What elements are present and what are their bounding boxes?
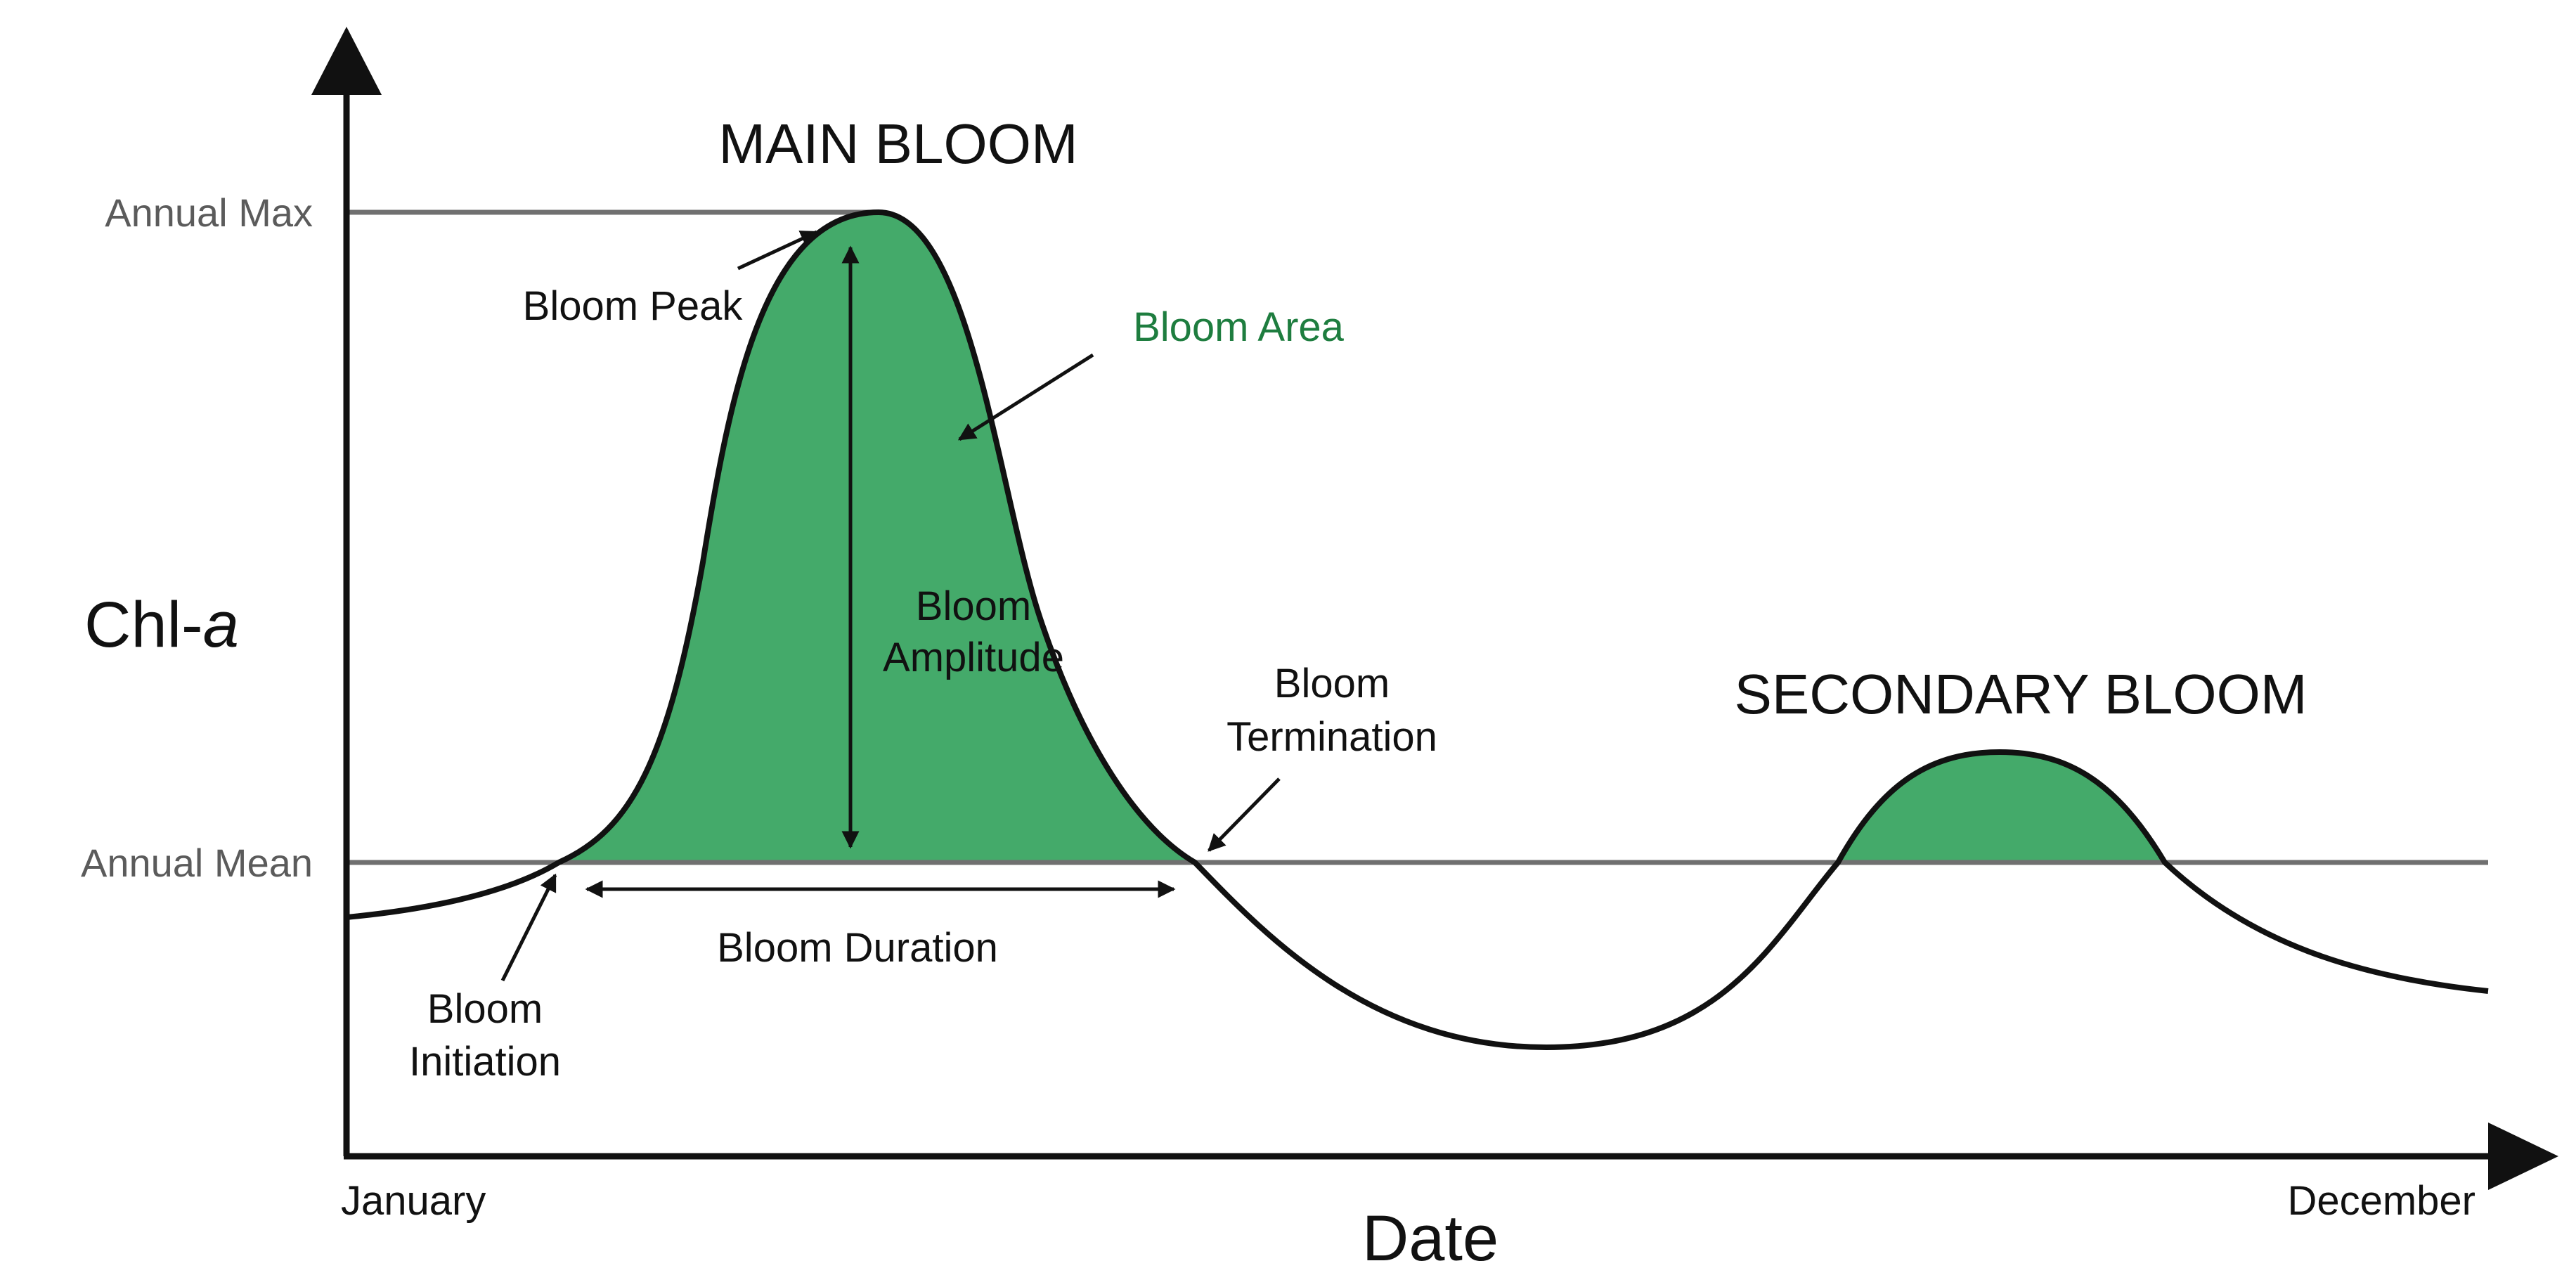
annual-max-label: Annual Max [105,190,313,235]
secondary-bloom-title: SECONDARY BLOOM [1734,663,2307,725]
x-axis-arrowhead [2488,1123,2558,1190]
bloom-area-label: Bloom Area [1133,304,1345,350]
bloom-amplitude-label-line2: Amplitude [883,635,1064,680]
y-axis-label-italic: a [203,589,239,661]
bloom-termination-label-line1: Bloom [1274,661,1390,706]
bloom-termination-arrow [1208,777,1281,852]
y-axis-label: Chl-a [84,589,239,661]
bloom-duration-label: Bloom Duration [717,925,998,971]
bloom-peak-arrow [737,230,819,271]
bloom-amplitude-label-line1: Bloom [916,583,1031,629]
y-axis-label-main: Chl- [84,589,203,661]
chlorophyll-curve [346,209,2489,1051]
x-end-label: December [2287,1178,2475,1224]
bloom-termination-label-line2: Termination [1226,714,1437,760]
y-axis-arrowhead [311,27,382,95]
main-bloom-area [559,212,1195,862]
main-bloom-title: MAIN BLOOM [718,112,1077,175]
secondary-bloom-area [1838,752,2165,862]
bloom-area-arrow [957,353,1094,441]
x-start-label: January [341,1178,486,1224]
bloom-peak-label: Bloom Peak [523,283,744,329]
bloom-initiation-label-line2: Initiation [409,1039,561,1085]
bloom-initiation-arrow [500,873,557,982]
annual-mean-label: Annual Mean [81,841,313,885]
bloom-initiation-label-line1: Bloom [427,986,543,1032]
x-axis-label: Date [1362,1203,1499,1274]
